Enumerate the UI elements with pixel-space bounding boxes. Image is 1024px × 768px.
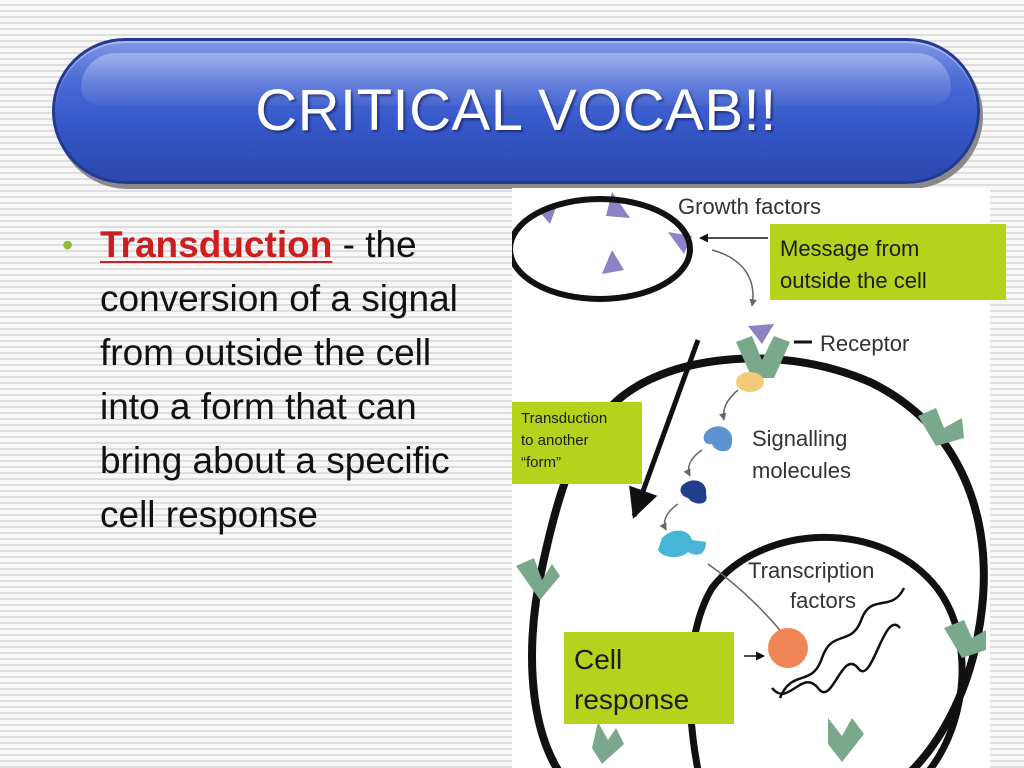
signalling-molecule-4	[658, 530, 706, 558]
signal-arrow-3	[659, 503, 679, 531]
growth-factors-label: Growth factors	[678, 194, 821, 219]
membrane-receptor-4	[944, 620, 986, 658]
bullet-text: Transduction - the conversion of a signa…	[100, 218, 490, 542]
signal-arrow-2	[683, 449, 703, 477]
membrane-receptors	[516, 408, 986, 764]
receptor-label: Receptor	[820, 331, 909, 356]
growth-factor-highlight-ring	[512, 196, 693, 302]
dna-helix-strand-1	[778, 587, 906, 699]
transduction-arrow	[629, 339, 701, 519]
title-bar: CRITICAL VOCAB!!	[52, 38, 980, 184]
receptor-ligand	[748, 324, 774, 344]
membrane-receptor-5	[828, 718, 864, 762]
vocab-definition: - the conversion of a signal from outsid…	[100, 224, 458, 535]
membrane-receptor-3	[592, 722, 624, 764]
signalling-molecule-2	[703, 426, 733, 452]
membrane-receptor-2	[516, 558, 560, 600]
callout-cell-response: Cell response	[564, 632, 734, 724]
growth-factor-arrow	[711, 249, 757, 307]
membrane-receptor-1	[918, 408, 964, 446]
transcription-factors-label: Transcription factors	[748, 558, 880, 613]
signal-arrow-1	[719, 389, 739, 421]
vocab-term: Transduction	[100, 224, 333, 265]
callout-transduction: Transduction to another “form”	[512, 402, 642, 484]
signalling-molecule-1	[736, 372, 764, 392]
transcription-factor	[768, 628, 808, 668]
bullet-marker: •	[62, 227, 74, 263]
slide-title: CRITICAL VOCAB!!	[255, 78, 777, 143]
signalling-molecules-label: Signalling molecules	[752, 426, 854, 483]
signalling-molecule-3	[680, 480, 707, 504]
growth-factor-3	[602, 250, 624, 274]
dna-helix-strand-2	[771, 623, 901, 695]
growth-factor-2	[606, 192, 630, 218]
receptor	[736, 336, 790, 378]
callout-message: Message from outside the cell	[770, 224, 1006, 300]
